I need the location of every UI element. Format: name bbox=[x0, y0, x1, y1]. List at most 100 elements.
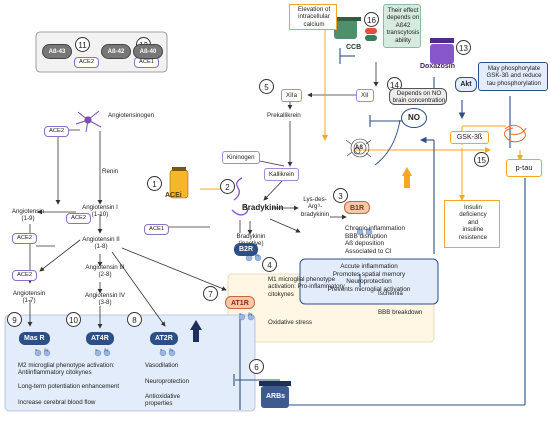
arbs-label: ARBs bbox=[266, 393, 286, 400]
b2r-g-betagamma: βγ bbox=[255, 252, 260, 257]
oxidative-stress-label: Oxidative stress bbox=[268, 319, 313, 326]
b1r-effect-2: BBB disruption bbox=[345, 232, 388, 240]
ab42-line-4: transcytosis bbox=[386, 29, 420, 37]
no-box-line-1: Depends on NO bbox=[396, 90, 442, 97]
ace1-label-ras: ACE1 bbox=[144, 224, 170, 235]
step-8-badge: 8 bbox=[127, 312, 142, 327]
masr-effects-text: M2 microglial phenotype activation: Anti… bbox=[18, 362, 115, 377]
step-11-badge: 11 bbox=[75, 37, 90, 52]
neuroprotection-label: Neuroprotection bbox=[145, 378, 190, 385]
at1r-g-alpha: α bbox=[239, 311, 242, 316]
at4r-g-alpha: α bbox=[95, 347, 98, 352]
insulin-effect-box: Insulin deficiency and insuline resisten… bbox=[444, 200, 500, 248]
kininogen-label: Kininogen bbox=[222, 151, 260, 164]
b2r-effect-3: Neuroprotection bbox=[346, 278, 392, 286]
ab40-peptide: Aß-40 bbox=[133, 44, 163, 59]
bradykinin-molecule-icon bbox=[231, 177, 249, 216]
ltp-label: Long-term potentiation enhancement bbox=[18, 383, 120, 390]
at1r-g-betagamma: βγ bbox=[248, 311, 253, 316]
lys-des-arg9-bradykinin-label: Lys-des-Arg⁹-bradykinin bbox=[300, 196, 330, 218]
gsk3b-node: GSK-3ß bbox=[450, 131, 489, 144]
acei-label: ACEi bbox=[165, 192, 182, 199]
doxazosin-label: Doxazosin bbox=[420, 63, 456, 70]
b2r-g-alpha: α bbox=[246, 252, 249, 257]
step-10-badge: 10 bbox=[66, 312, 81, 327]
insulin-line-3: and bbox=[467, 218, 479, 226]
at1r-effect-3: citokynes bbox=[268, 290, 294, 298]
ab42-transcytosis-box: Their effect depends on Aß42 transcytosi… bbox=[383, 4, 421, 48]
no-dependence-box: Depends on NO brain concentration bbox=[389, 88, 447, 105]
abeta-plaque-label: Aß bbox=[355, 145, 363, 151]
step-1-badge: 1 bbox=[147, 176, 162, 191]
antiox-line-1: Antioxidative bbox=[145, 393, 181, 400]
ace2-label-top: ACE2 bbox=[44, 126, 70, 137]
step-6-badge: 6 bbox=[249, 359, 264, 374]
angiotensin-2-label: Angiotensin II(1-8) bbox=[82, 236, 120, 251]
tau-tangle-icon bbox=[503, 124, 527, 143]
calcium-effect-box: Elevation of intracellular calcium bbox=[289, 4, 337, 30]
ab42-peptide: Aß-42 bbox=[101, 44, 131, 59]
p-tau-node: p-tau bbox=[506, 159, 542, 177]
at4r-receptor: AT4R bbox=[86, 332, 114, 345]
xiia-label: XIIa bbox=[281, 89, 303, 102]
ccb-label: CCB bbox=[346, 44, 362, 51]
vasodilation-label: Vasodilation bbox=[145, 362, 179, 369]
masr-effect-1: M2 microglial phenotype activation: bbox=[18, 362, 115, 369]
at1r-effect-1: M1 microglial phenotype bbox=[268, 276, 336, 283]
at2r-g-alpha: α bbox=[160, 347, 163, 352]
step-16-badge: 16 bbox=[364, 12, 379, 27]
step-4-badge: 4 bbox=[262, 257, 277, 272]
kallikrein-label: Kallikrein bbox=[264, 168, 300, 181]
b1r-effect-4: Associated to CI bbox=[345, 248, 392, 256]
doxazosin-line-3: tau phosphorylation bbox=[486, 79, 541, 87]
b1r-effects-list: Chronic inflammation BBB disruption Aß d… bbox=[345, 225, 429, 256]
insulin-line-5: resistence bbox=[458, 233, 488, 241]
doxazosin-line-1: May phosphorylate bbox=[487, 65, 541, 72]
step-13-badge: 13 bbox=[456, 40, 471, 55]
mas-r-receptor: Mas R bbox=[19, 332, 50, 345]
angiotensin-4-label: Angiotensin IV(3-8) bbox=[85, 292, 125, 307]
xii-label: XII bbox=[356, 89, 374, 102]
ab42-line-1: Their effect bbox=[387, 7, 419, 14]
antiox-line-2: properties bbox=[145, 400, 173, 408]
ischemia-label: Ischemia bbox=[378, 290, 403, 297]
b2r-effect-2: Promotes spatial memory bbox=[332, 270, 406, 278]
ace2-label-low: ACE2 bbox=[12, 270, 38, 281]
step-15-badge: 15 bbox=[474, 152, 489, 167]
b2r-receptor: B2R bbox=[234, 243, 259, 256]
bbb-breakdown-label: BBB breakdown bbox=[378, 309, 423, 316]
masr-g-betagamma: βγ bbox=[44, 347, 49, 352]
b1r-effect-1: Chronic inflammation bbox=[345, 225, 406, 232]
ab42-line-5: ability bbox=[395, 36, 411, 44]
calcium-line-2: intracellular bbox=[298, 13, 330, 21]
angiotensin-1-7-label: Angiotensin(1-7) bbox=[12, 290, 46, 305]
ace2-enzyme-label: ACE2 bbox=[74, 57, 100, 68]
ab43-peptide: Aß-43 bbox=[42, 44, 72, 59]
step-5-badge: 5 bbox=[259, 79, 274, 94]
at4r-g-betagamma: βγ bbox=[104, 347, 109, 352]
insulin-line-2: deficiency bbox=[459, 211, 487, 219]
ab42-line-2: depends on bbox=[386, 14, 420, 22]
calcium-line-1: Elevation of bbox=[297, 6, 331, 13]
cerebral-blood-flow-label: Increase cerebral blood flow bbox=[18, 399, 96, 406]
masr-g-alpha: α bbox=[35, 347, 38, 352]
angiotensin-3-label: Angiotensin III(2-8) bbox=[85, 264, 125, 279]
b1r-receptor: B1R bbox=[344, 201, 371, 214]
at1r-effect-2: activation: Pro-inflammatory bbox=[268, 283, 345, 291]
ab42-line-3: Aß42 bbox=[395, 21, 411, 29]
at1r-receptor: AT1R bbox=[225, 296, 255, 309]
step-7-badge: 7 bbox=[203, 286, 218, 301]
at1r-effects-text: M1 microglial phenotype activation: Pro-… bbox=[268, 276, 376, 298]
akt-node: Akt bbox=[455, 77, 477, 92]
antioxidative-label: Antioxidative properties bbox=[145, 393, 180, 408]
amyloid-plaque-icon bbox=[345, 138, 372, 158]
no-node: NO bbox=[401, 108, 427, 128]
b2r-effects-list: Accute inflammation Promotes spatial mem… bbox=[300, 263, 438, 294]
b2r-effect-1: Accute inflammation bbox=[340, 263, 398, 270]
doxazosin-effect-box: May phosphorylate GSK-3ß and reduce tau … bbox=[478, 62, 548, 91]
ace2-label-left: ACE2 bbox=[12, 233, 38, 244]
calcium-line-3: calcium bbox=[303, 20, 325, 28]
prekallikrein-label: Prekallikrein bbox=[267, 112, 301, 119]
